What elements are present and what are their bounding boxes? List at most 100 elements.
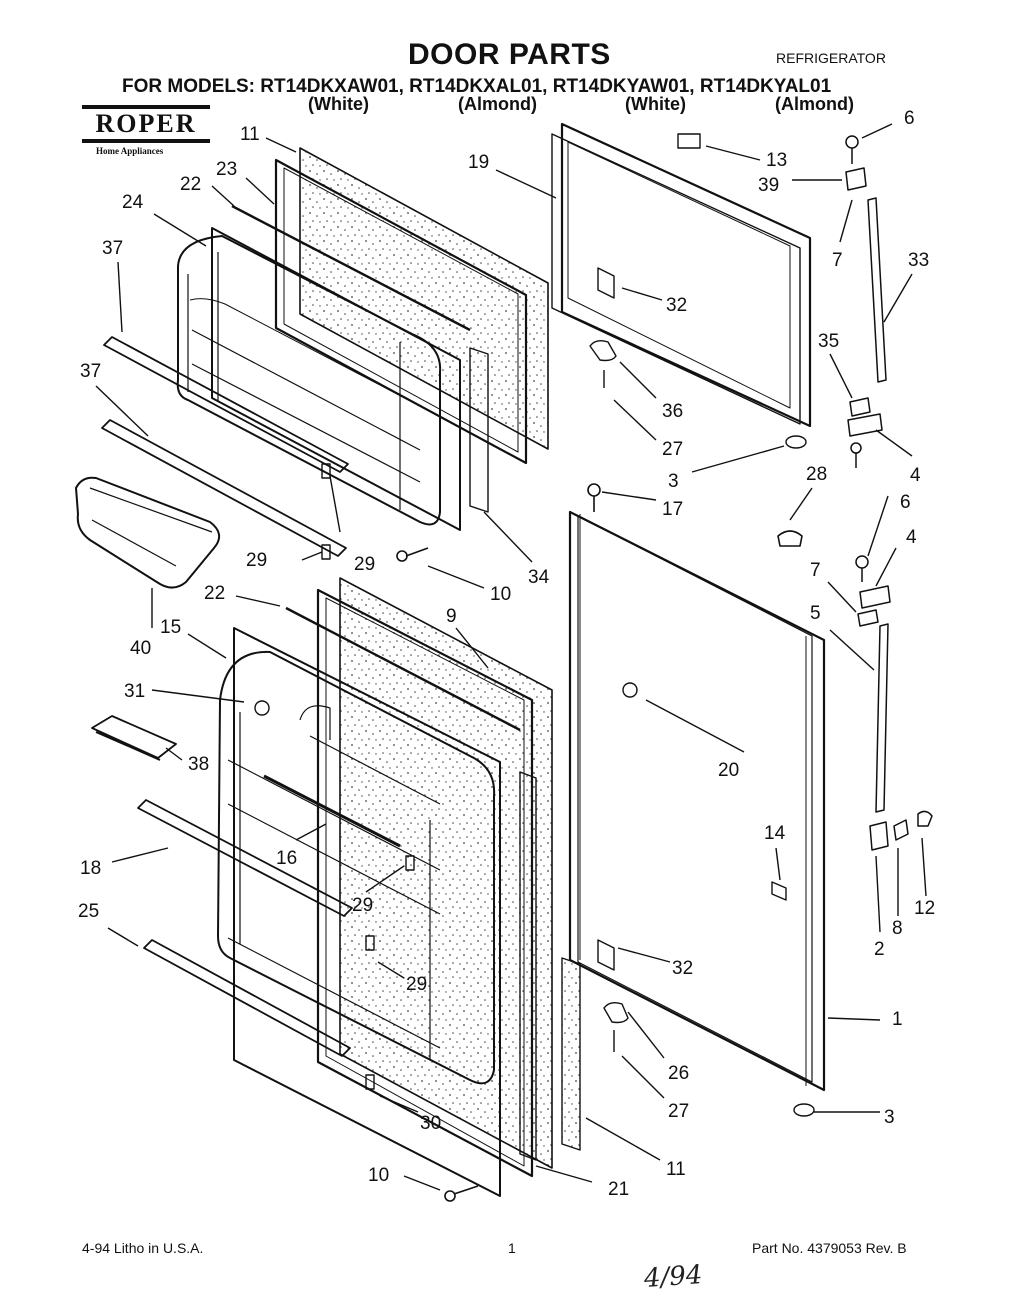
- callout-22: 22: [180, 174, 201, 195]
- callout-1: 1: [892, 1009, 903, 1030]
- callout-6: 6: [900, 492, 911, 513]
- door-screw: [396, 547, 429, 562]
- callout-27: 27: [662, 439, 683, 460]
- hinge-bracket: [597, 939, 629, 1052]
- callout-19: 19: [468, 152, 489, 173]
- brand-logo: ROPER Home Appliances: [82, 103, 210, 156]
- callout-7: 7: [810, 560, 821, 581]
- shelf-clip: [321, 463, 331, 479]
- hinge-cover: [875, 623, 889, 813]
- callout-37: 37: [80, 361, 101, 382]
- door-leveler-foot: [785, 435, 807, 449]
- callout-31: 31: [124, 681, 145, 702]
- callout-9: 9: [446, 606, 457, 627]
- shelf-clip: [365, 935, 375, 951]
- refrigerator-door-liner: [233, 627, 501, 1197]
- page-title: DOOR PARTS: [408, 38, 611, 71]
- part-number: Part No. 4379053 Rev. B: [752, 1240, 907, 1256]
- callout-11: 11: [240, 124, 260, 145]
- callout-32: 32: [666, 295, 687, 316]
- callout-4: 4: [910, 465, 921, 486]
- callout-13: 13: [766, 150, 787, 171]
- leader-lines: [95, 123, 927, 1191]
- callout-28: 28: [806, 464, 827, 485]
- freezer-door-bin: [75, 476, 221, 589]
- callout-27: 27: [668, 1101, 689, 1122]
- models-line: FOR MODELS: RT14DKXAW01, RT14DKXAL01, RT…: [122, 76, 832, 97]
- callout-29: 29: [406, 974, 427, 995]
- callout-29: 29: [354, 554, 375, 575]
- freezer-door-liner-assembly: [176, 147, 549, 531]
- callout-29: 29: [352, 895, 373, 916]
- callout-24: 24: [122, 192, 144, 213]
- callout-3: 3: [884, 1107, 895, 1128]
- page-number: 1: [508, 1240, 516, 1256]
- variant-label: (White): [625, 94, 686, 114]
- callout-11: 11: [666, 1159, 686, 1180]
- litho-date: 4-94 Litho in U.S.A.: [82, 1240, 204, 1256]
- refrigerator-door-gasket: [316, 588, 534, 1178]
- shelf-clip: [365, 1074, 375, 1090]
- door-shelf-bar: [101, 419, 347, 557]
- door-shelf-bar: [137, 799, 353, 917]
- door-screw: [587, 483, 601, 512]
- logo-rule: [82, 139, 210, 143]
- shelf-retainer: [263, 774, 401, 848]
- callout-10: 10: [368, 1165, 389, 1186]
- model-label: [677, 133, 701, 149]
- callout-labels: 11 23 22 24 37 37 40 29 29 10 34 15 22 9…: [78, 108, 935, 1200]
- door-stop-strip: [469, 347, 489, 513]
- door-stop-strip: [519, 771, 537, 1161]
- hinge-cover: [867, 197, 887, 383]
- callout-21: 21: [608, 1179, 629, 1200]
- brand-tagline: Home Appliances: [96, 146, 164, 156]
- callout-29: 29: [246, 550, 267, 571]
- brand-name: ROPER: [95, 109, 197, 138]
- callout-32: 32: [672, 958, 693, 979]
- callout-37: 37: [102, 238, 123, 259]
- center-hinge-hardware: [855, 555, 933, 851]
- callout-36: 36: [662, 401, 683, 422]
- door-shelf-bar: [103, 336, 349, 473]
- variant-label: (Almond): [775, 94, 854, 114]
- door-shelf-bar: [143, 939, 351, 1057]
- callout-25: 25: [78, 901, 99, 922]
- callout-35: 35: [818, 331, 839, 352]
- callout-16: 16: [276, 848, 297, 869]
- callout-18: 18: [80, 858, 101, 879]
- callout-8: 8: [892, 918, 903, 939]
- callout-7: 7: [832, 250, 843, 271]
- handwritten-note: 4/94: [643, 1260, 704, 1294]
- callout-15: 15: [160, 617, 181, 638]
- refrigerator-door-liner-assembly: [217, 577, 581, 1197]
- callout-30: 30: [420, 1113, 441, 1134]
- callout-5: 5: [810, 603, 821, 624]
- callout-39: 39: [758, 175, 779, 196]
- freezer-door-panel: [299, 147, 549, 450]
- callout-20: 20: [718, 760, 739, 781]
- refrigerator-door-outer: [568, 510, 826, 1092]
- door-plug: [622, 682, 638, 698]
- shelf-clip: [405, 855, 415, 871]
- callout-26: 26: [668, 1063, 689, 1084]
- hinge-bracket: [589, 267, 617, 388]
- callout-4: 4: [906, 527, 917, 548]
- rivet: [254, 700, 270, 716]
- variant-label: (Almond): [458, 94, 537, 114]
- callout-12: 12: [914, 898, 935, 919]
- door-leveler-foot: [793, 1103, 815, 1117]
- callout-14: 14: [764, 823, 786, 844]
- top-hinge-hardware: [845, 135, 887, 468]
- callout-40: 40: [130, 638, 151, 659]
- door-breaker-strip: [561, 957, 581, 1151]
- cabinet-plug: [777, 530, 803, 547]
- door-stop: [771, 881, 787, 901]
- butter-compartment-cover: [91, 715, 177, 761]
- variant-label: (White): [308, 94, 369, 114]
- callout-2: 2: [874, 939, 885, 960]
- callout-10: 10: [490, 584, 511, 605]
- door-screw: [444, 1185, 479, 1202]
- appliance-category: REFRIGERATOR: [776, 50, 886, 66]
- callout-34: 34: [528, 567, 550, 588]
